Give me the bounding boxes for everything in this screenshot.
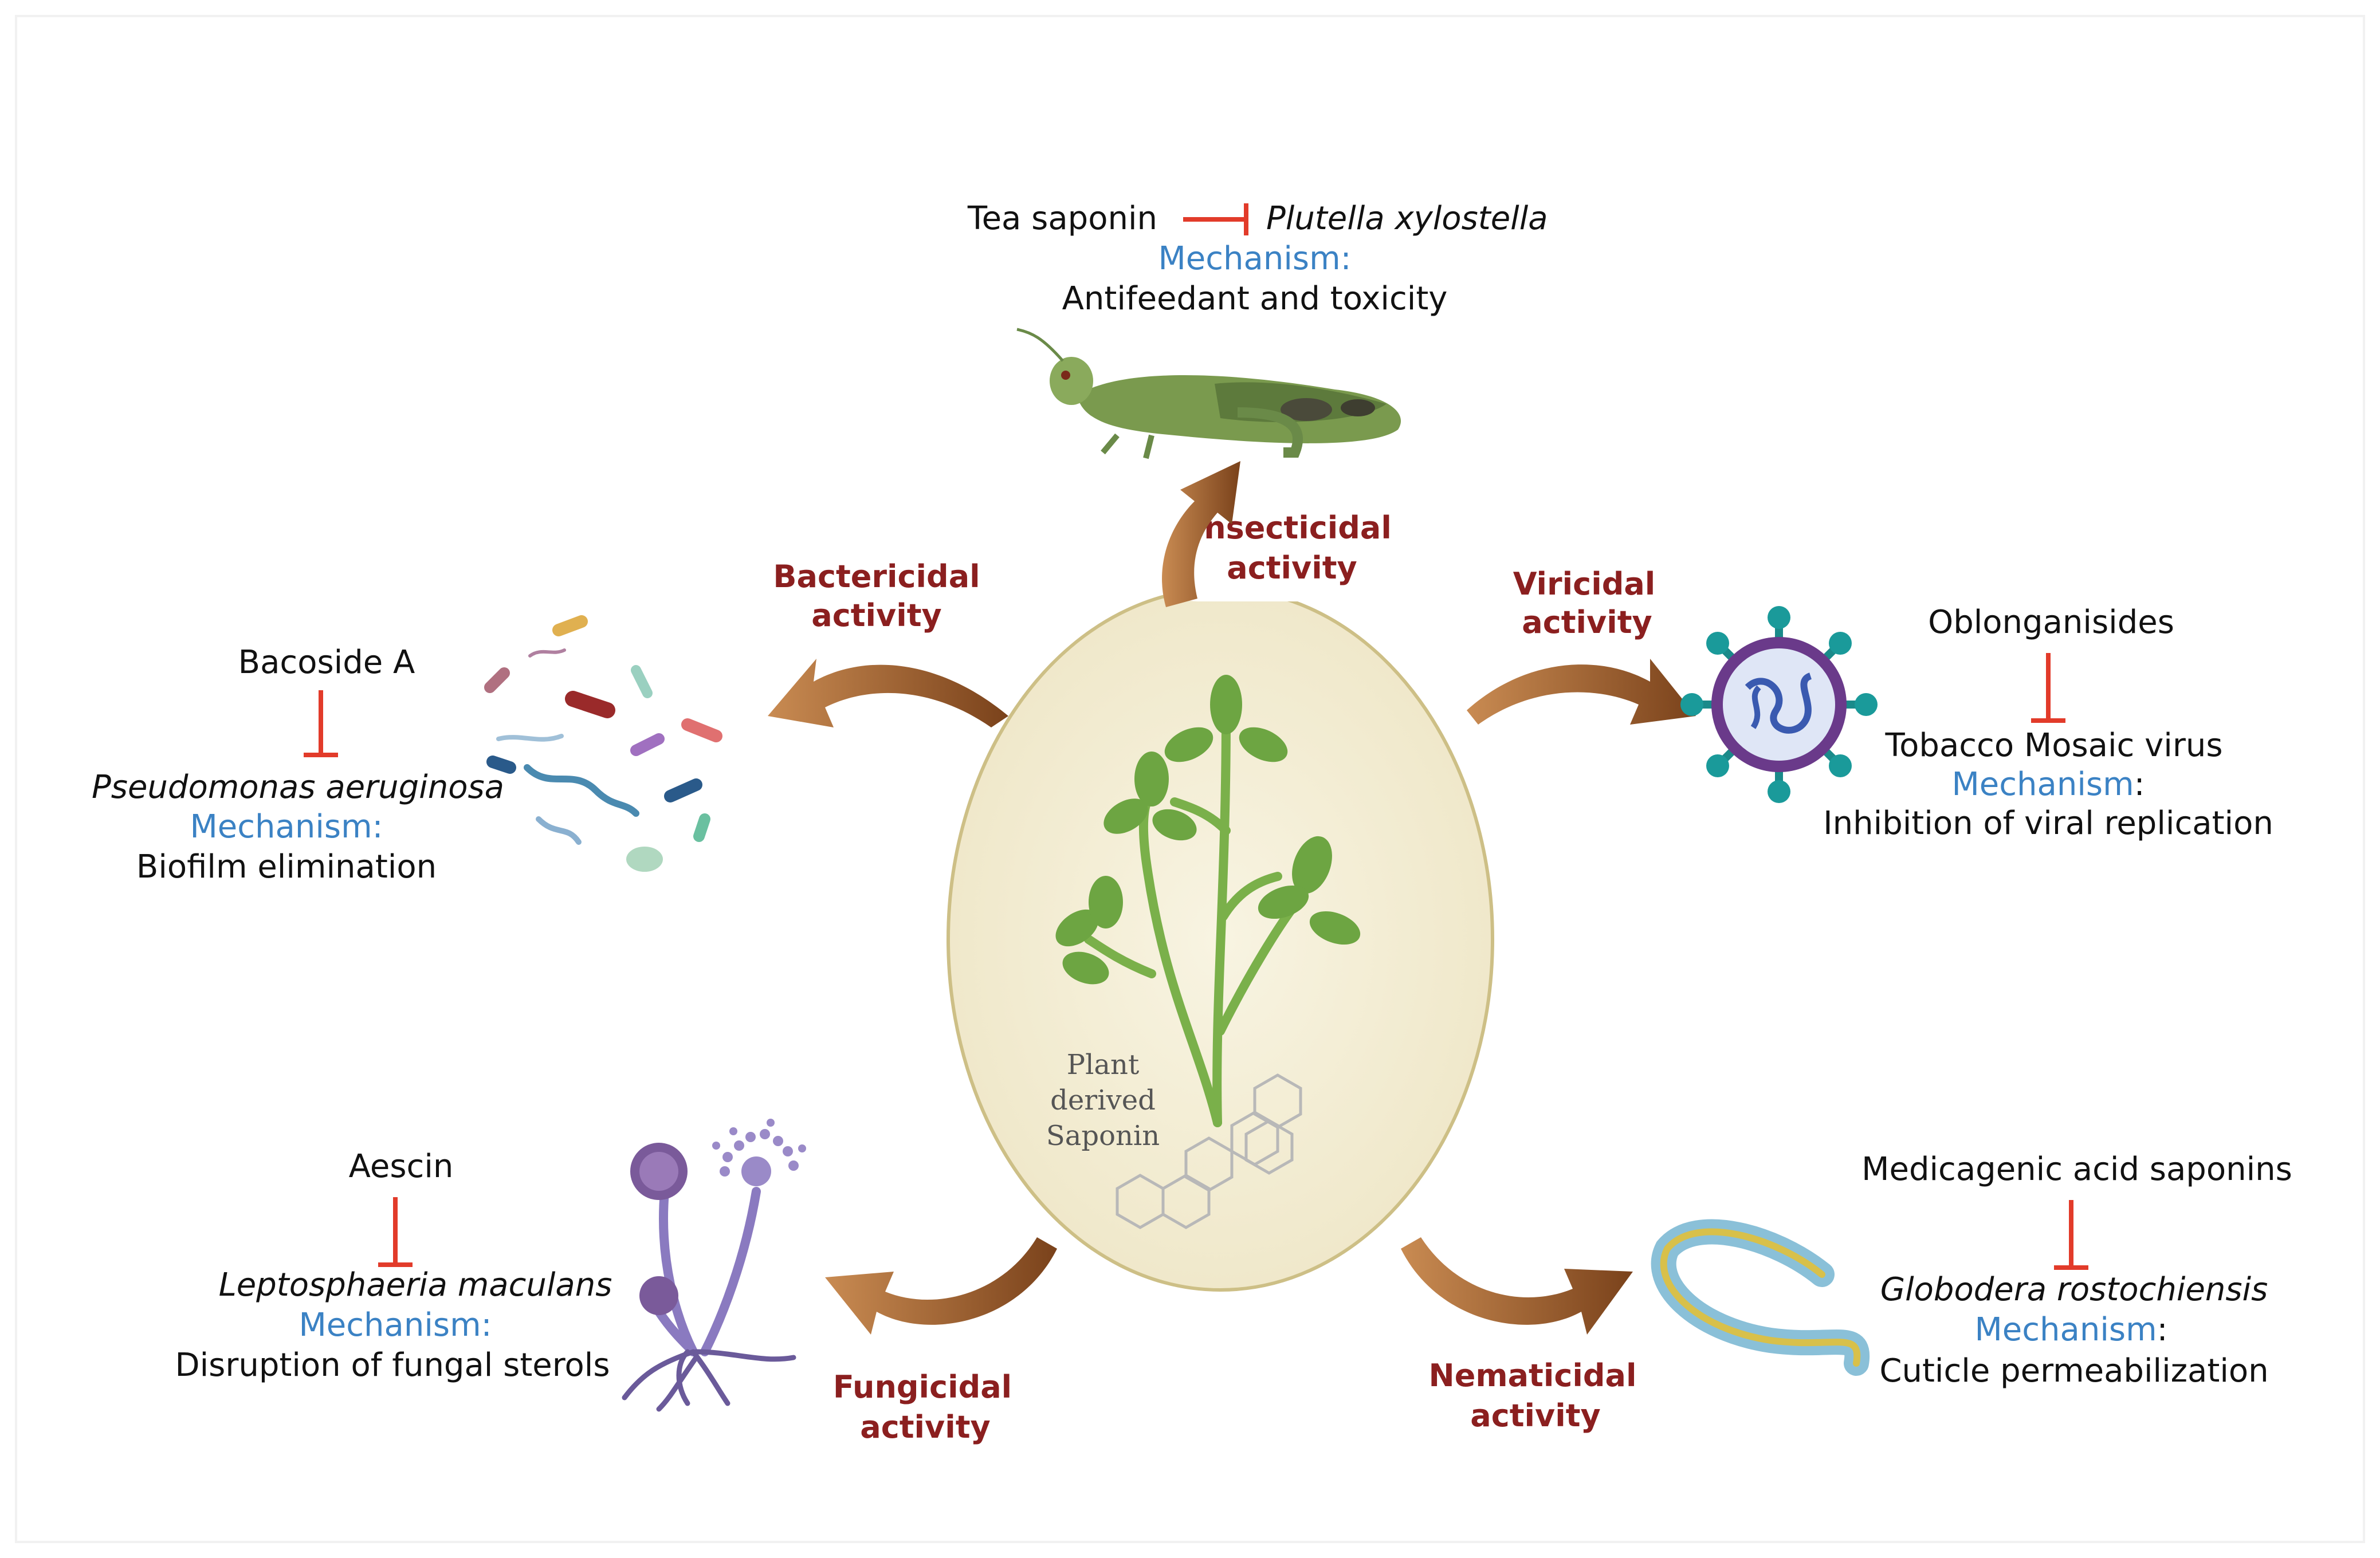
bactericidal-target: Pseudomonas aeruginosa xyxy=(92,769,504,806)
activity-pill-bactericidal: Bactericidal activity xyxy=(733,547,1020,650)
activity-pill-nematicidal: Nematicidal activity xyxy=(1384,1349,1682,1446)
center-label-line1: Plant xyxy=(1067,1049,1139,1081)
inhibition-icon xyxy=(304,690,338,757)
bacteria-icon xyxy=(484,615,722,872)
nematode-icon xyxy=(1651,1219,1870,1376)
example-bactericidal: Bacoside A Pseudomonas aeruginosa Mechan… xyxy=(92,615,722,886)
viricidal-mechanism-colon: : xyxy=(2134,766,2145,803)
inhibition-icon xyxy=(2031,653,2065,723)
insecticidal-label-line2: activity xyxy=(1227,550,1357,586)
insecticidal-compound: Tea saponin xyxy=(967,200,1157,237)
grasshopper-icon xyxy=(1016,328,1401,459)
inhibition-icon xyxy=(2054,1200,2088,1270)
example-nematicidal: Medicagenic acid saponins Globodera rost… xyxy=(1651,1151,2292,1390)
viricidal-label-line1: Viricidal xyxy=(1513,566,1656,602)
saponin-structure-icon xyxy=(1116,1073,1302,1229)
fungicidal-label-line2: activity xyxy=(860,1409,991,1445)
viricidal-mechanism-line: Mechanism: xyxy=(1951,766,2145,803)
bactericidal-label-line1: Bactericidal xyxy=(773,558,980,595)
arrow-nematicidal-icon xyxy=(1401,1237,1633,1335)
fungus-icon xyxy=(622,1119,806,1412)
viricidal-mechanism-label: Mechanism xyxy=(1951,766,2134,803)
viricidal-label-line2: activity xyxy=(1522,604,1652,640)
bactericidal-compound: Bacoside A xyxy=(238,644,415,681)
fungicidal-compound: Aescin xyxy=(349,1148,454,1185)
activity-pill-viricidal: Viricidal activity xyxy=(1438,558,1730,656)
viricidal-target: Tobacco Mosaic virus xyxy=(1884,727,2222,764)
viricidal-mechanism: Inhibition of viral replication xyxy=(1823,805,2273,842)
activity-pill-fungicidal: Fungicidal activity xyxy=(776,1355,1069,1452)
arrow-bactericidal-icon xyxy=(768,659,1008,727)
bactericidal-label-line2: activity xyxy=(811,597,942,634)
fungicidal-mechanism-label: Mechanism: xyxy=(299,1307,492,1344)
plant-leaves xyxy=(1055,675,1361,985)
arrows xyxy=(768,461,1696,1335)
nematicidal-compound: Medicagenic acid saponins xyxy=(1861,1151,2292,1188)
arrow-fungicidal-icon xyxy=(825,1237,1057,1335)
center-label-line3: Saponin xyxy=(1046,1120,1160,1152)
insecticidal-mechanism: Antifeedant and toxicity xyxy=(1062,280,1448,317)
bactericidal-mechanism: Biofilm elimination xyxy=(136,848,437,886)
nematicidal-mechanism-label: Mechanism xyxy=(1974,1311,2157,1348)
bactericidal-mechanism-label: Mechanism: xyxy=(190,808,383,845)
nematicidal-label-line2: activity xyxy=(1470,1398,1601,1434)
arrow-viricidal-icon xyxy=(1467,659,1696,725)
example-insecticidal: Tea saponin Plutella xylostella Mechanis… xyxy=(967,200,1548,459)
nematicidal-target: Globodera rostochiensis xyxy=(1880,1271,2268,1308)
example-fungicidal: Aescin Leptosphaeria maculans Mechanism:… xyxy=(175,1119,806,1412)
arrow-insecticidal-icon xyxy=(1162,461,1240,607)
inhibition-icon xyxy=(1183,203,1248,235)
example-viricidal: Oblonganisides Tobacco Mosaic virus Mech… xyxy=(1680,604,2273,842)
viricidal-compound: Oblonganisides xyxy=(1928,604,2174,641)
fungicidal-target: Leptosphaeria maculans xyxy=(219,1266,612,1304)
nematicidal-mechanism: Cuticle permeabilization xyxy=(1879,1352,2268,1390)
inhibition-icon xyxy=(378,1197,413,1267)
insecticidal-target: Plutella xylostella xyxy=(1266,200,1548,237)
center-label-line2: derived xyxy=(1050,1084,1156,1116)
nematicidal-mechanism-colon: : xyxy=(2157,1311,2168,1348)
insecticidal-mechanism-label: Mechanism: xyxy=(1158,240,1351,277)
activity-pill-insecticidal: Insecticidal activity xyxy=(1157,498,1438,601)
nematicidal-mechanism-line: Mechanism: xyxy=(1974,1311,2167,1348)
center-plant-group: Plant derived Saponin xyxy=(946,587,1494,1292)
fungicidal-mechanism: Disruption of fungal sterols xyxy=(175,1347,610,1384)
fungicidal-label-line1: Fungicidal xyxy=(833,1369,1012,1405)
virus-icon xyxy=(1680,606,1878,803)
nematicidal-label-line1: Nematicidal xyxy=(1429,1358,1637,1394)
